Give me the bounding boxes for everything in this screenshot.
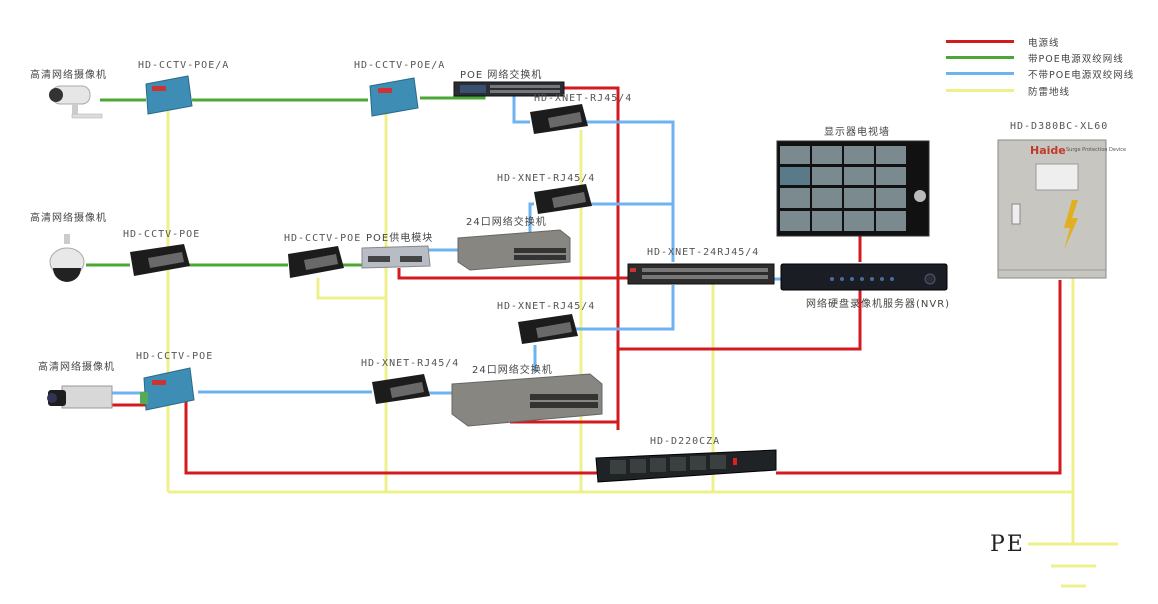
spd-subtitle: Surge Protection Device	[1066, 147, 1127, 153]
power-wire	[184, 388, 600, 475]
switch-24-port-1	[457, 229, 571, 271]
poe-switch-device	[453, 81, 565, 97]
xnet-protector-1	[530, 104, 588, 134]
label-cctv-poe-2: HD-CCTV-POE	[284, 233, 362, 244]
bullet-camera	[49, 85, 103, 119]
legend-item-poe: 带POE电源双绞网线	[946, 51, 1146, 65]
spd-brand-logo: Haide	[1030, 144, 1066, 157]
xnet-protector-2	[534, 184, 592, 214]
camera-label-2: 高清网络摄像机	[30, 213, 107, 224]
label-poe-module: POE供电模块	[366, 233, 434, 244]
cctv-poe-protector-1	[130, 244, 190, 276]
camera-label-1: 高清网络摄像机	[30, 70, 107, 81]
poe-a-protector-1	[145, 75, 193, 115]
label-monitor-wall: 显示器电视墙	[824, 127, 890, 138]
spd-cabinet	[997, 139, 1107, 279]
label-xnet-24: HD-XNET-24RJ45/4	[647, 247, 760, 258]
label-switch-24-1: 24口网络交换机	[466, 217, 547, 228]
label-poe-switch: POE 网络交换机	[460, 70, 543, 81]
label-pdu: HD-D220CZA	[650, 436, 721, 447]
power-wire	[397, 268, 640, 280]
network-wires	[100, 92, 782, 395]
label-cctv-poe-3: HD-CCTV-POE	[136, 351, 214, 362]
xnet-protector-4	[372, 374, 430, 404]
legend-item-ground: 防雷地线	[946, 84, 1146, 98]
cctv-poe-protector-2	[288, 246, 344, 278]
network-wire	[528, 202, 534, 232]
legend-swatch	[946, 72, 1014, 75]
pdu-power-strip	[595, 449, 777, 483]
network-wire	[512, 92, 530, 124]
ground-wires	[166, 108, 1118, 588]
label-xnet-1: HD-XNET-RJ45/4	[534, 93, 633, 104]
label-xnet-3: HD-XNET-RJ45/4	[497, 301, 596, 312]
power-wire	[776, 280, 1062, 475]
switch-24-port-2	[451, 373, 603, 427]
legend-label: 电源线	[1028, 38, 1060, 49]
network-wire	[575, 285, 675, 331]
box-camera	[47, 385, 113, 409]
nvr-device	[780, 263, 948, 291]
dome-camera	[49, 234, 85, 282]
legend-swatch	[946, 56, 1014, 59]
monitor-wall	[776, 140, 930, 237]
label-nvr: 网络硬盘录像机服务器(NVR)	[806, 299, 951, 310]
xnet-protector-3	[518, 314, 578, 344]
legend-swatch	[946, 40, 1014, 43]
xnet-24-rack-protector	[627, 263, 775, 285]
label-cctv-poe-1: HD-CCTV-POE	[123, 229, 201, 240]
power-wire	[618, 290, 862, 351]
label-poe-a-1: HD-CCTV-POE/A	[138, 60, 230, 71]
ground-wire	[316, 278, 386, 300]
label-poe-a-2: HD-CCTV-POE/A	[354, 60, 446, 71]
legend-item-power: 电源线	[946, 35, 1146, 49]
label-switch-24-2: 24口网络交换机	[472, 365, 553, 376]
legend-label: 防雷地线	[1028, 87, 1071, 98]
legend-label: 不带POE电源双绞网线	[1028, 70, 1135, 81]
legend-swatch	[946, 89, 1014, 92]
cctv-poe-protector-3	[140, 367, 195, 411]
label-xnet-2: HD-XNET-RJ45/4	[497, 173, 596, 184]
legend-item-network: 不带POE电源双绞网线	[946, 67, 1146, 81]
legend-label: 带POE电源双绞网线	[1028, 54, 1124, 65]
label-xnet-4: HD-XNET-RJ45/4	[361, 358, 460, 369]
poe-a-protector-2	[369, 77, 419, 117]
poe-power-module	[361, 245, 431, 269]
power-wire	[540, 86, 620, 430]
ground-pe-label: PE	[990, 532, 1025, 557]
camera-label-3: 高清网络摄像机	[38, 362, 115, 373]
label-spd-box: HD-D380BC-XL60	[1010, 121, 1109, 132]
network-wire	[584, 120, 675, 262]
